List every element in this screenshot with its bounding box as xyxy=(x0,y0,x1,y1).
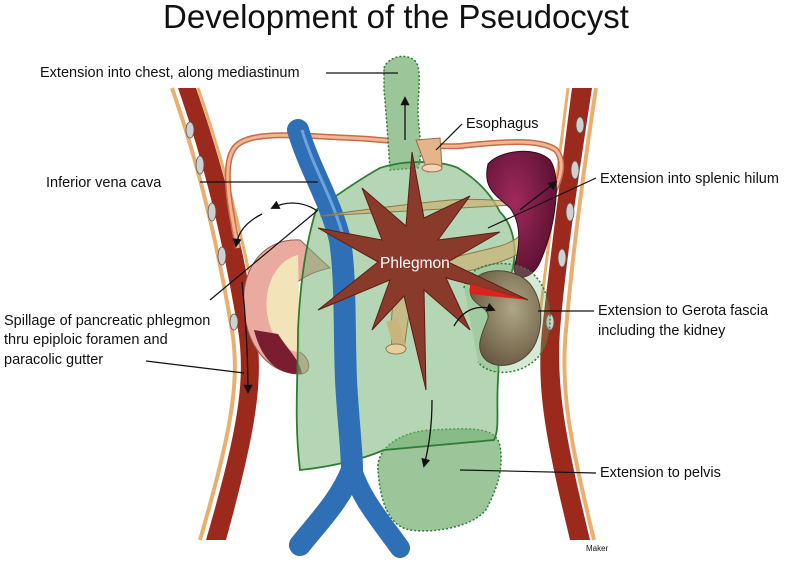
label-gerota-line1: Extension to Gerota fascia xyxy=(598,303,769,319)
esophagus-organ xyxy=(415,137,443,173)
rib-icon xyxy=(195,155,205,175)
pelvis-extension xyxy=(377,428,502,532)
label-spillage-line2: thru epiploic foramen and xyxy=(4,332,168,348)
right-body-wall xyxy=(536,87,598,541)
diagram-title: Development of the Pseudocyst xyxy=(163,0,629,35)
label-spillage-line1: Spillage of pancreatic phlegmon xyxy=(4,313,210,329)
label-ivc: Inferior vena cava xyxy=(46,175,162,191)
rib-icon xyxy=(575,116,585,134)
label-phlegmon: Phlegmon xyxy=(380,255,450,272)
label-esophagus: Esophagus xyxy=(466,116,539,132)
label-chest: Extension into chest, along mediastinum xyxy=(40,65,300,81)
mediastinum-extension xyxy=(383,55,422,171)
spleen-organ xyxy=(486,150,557,278)
rib-icon xyxy=(217,246,227,266)
rib-icon xyxy=(207,202,217,222)
rib-icon xyxy=(185,121,195,139)
labels: Extension into chest, along mediastinum … xyxy=(4,65,779,553)
label-pelvis: Extension to pelvis xyxy=(600,465,721,481)
direction-arrows xyxy=(232,96,558,468)
leader-lines xyxy=(145,72,597,474)
label-gerota-line2: including the kidney xyxy=(598,323,726,339)
rib-icon xyxy=(565,202,575,222)
label-splenic: Extension into splenic hilum xyxy=(600,171,779,187)
rib-icon xyxy=(229,313,239,331)
rib-icon xyxy=(570,160,580,180)
rib-icon xyxy=(557,248,567,268)
maker-credit: Maker xyxy=(586,544,609,553)
phlegmon-star xyxy=(317,151,529,391)
label-spillage-line3: paracolic gutter xyxy=(4,352,103,368)
inferior-vena-cava xyxy=(287,119,410,558)
rib-icon xyxy=(545,313,555,331)
